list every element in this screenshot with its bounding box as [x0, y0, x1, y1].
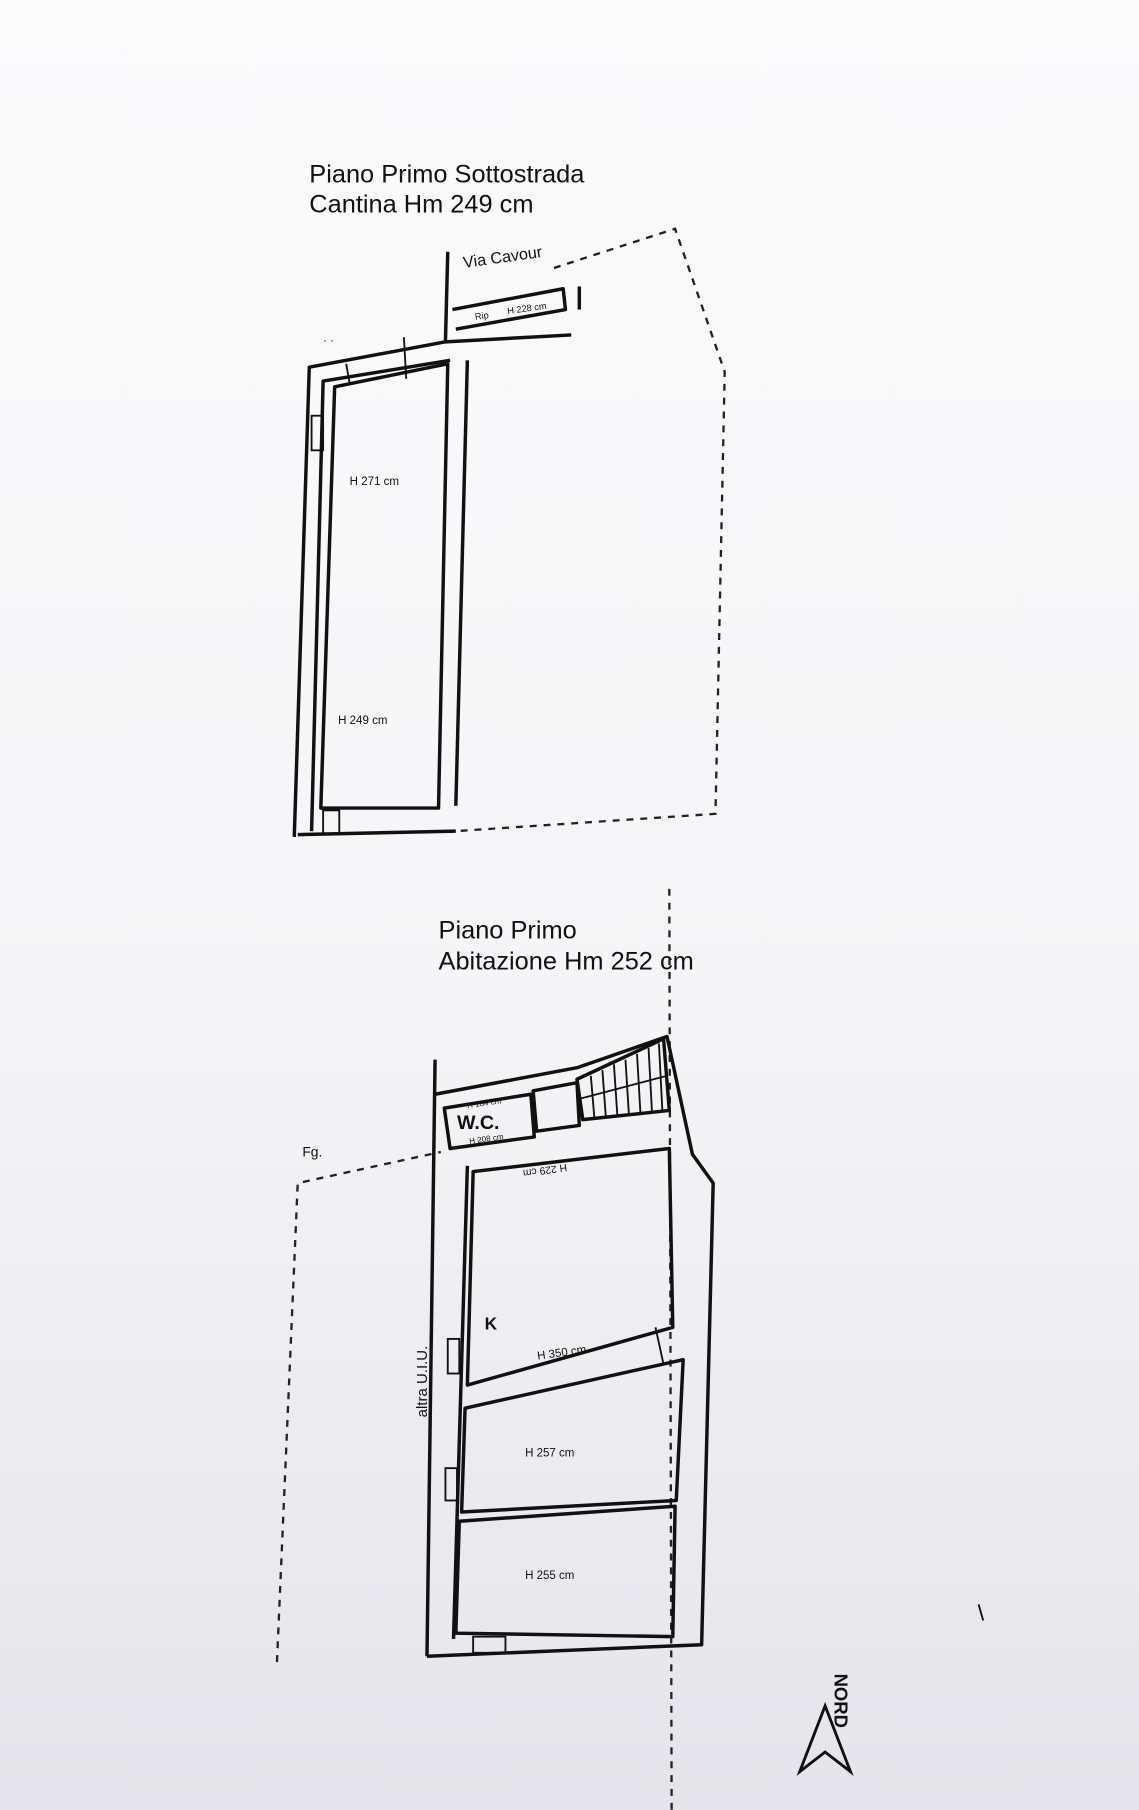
- kitchen-room: [465, 1146, 675, 1387]
- window-mark: [446, 1337, 461, 1375]
- basement-title: Piano Primo Sottostrada: [309, 161, 585, 189]
- first-floor-subtitle: Abitazione Hm 252 cm: [439, 948, 694, 976]
- staircase: [575, 1037, 672, 1122]
- wc-height-top: H 184 cm: [466, 1096, 502, 1110]
- rip-label: Rip: [474, 310, 489, 322]
- door-mark: [472, 1635, 507, 1654]
- window-mark: [444, 1467, 458, 1502]
- outer-wall-left: [425, 1059, 437, 1657]
- first-floor-plan: Piano Primo Abitazione Hm 252 cm Fg. W.C…: [275, 888, 715, 1810]
- fg-label: Fg.: [302, 1144, 322, 1160]
- corridor-wall: [454, 360, 470, 806]
- outer-wall: [426, 1034, 715, 1658]
- north-label: NORD: [830, 1674, 851, 1728]
- hall-box: [531, 1080, 582, 1133]
- wc-label: W.C.: [457, 1112, 499, 1134]
- street-label: Via Cavour: [462, 243, 544, 272]
- bottom-wall: [297, 829, 456, 837]
- wc-room: [442, 1092, 537, 1151]
- rip-room: [452, 287, 568, 331]
- door-mark: [322, 809, 341, 835]
- kitchen-label: K: [485, 1314, 498, 1334]
- room-3-height: H 255 cm: [525, 1570, 574, 1582]
- window-mark: [310, 414, 325, 452]
- room-height-2: H 249 cm: [338, 715, 387, 727]
- fold-line: [668, 888, 673, 1810]
- room-2: [459, 1357, 685, 1514]
- room-height-1: H 271 cm: [350, 476, 399, 488]
- inner-wall: [309, 358, 451, 832]
- basement-plan: Piano Primo Sottostrada Cantina Hm 249 c…: [292, 161, 726, 837]
- side-unit-label: altra U.I.U.: [414, 1346, 431, 1418]
- first-floor-title: Piano Primo: [439, 916, 577, 944]
- room-2-height: H 257 cm: [525, 1448, 574, 1460]
- room-3: [454, 1504, 677, 1639]
- door-mark: [654, 1327, 665, 1365]
- wall: [443, 251, 450, 342]
- door-mark: [345, 363, 351, 384]
- basement-subtitle: Cantina Hm 249 cm: [309, 191, 533, 219]
- north-arrow-icon: [796, 1701, 854, 1776]
- scan-mark: [977, 1604, 985, 1621]
- inner-wall-left: [451, 1165, 470, 1639]
- property-boundary: [455, 227, 726, 833]
- outer-wall: [292, 333, 572, 837]
- fg-mark-top: · ·: [323, 335, 334, 347]
- north-arrow: NORD: [796, 1604, 985, 1776]
- door-mark: [402, 337, 408, 379]
- cellar-room: [319, 362, 450, 810]
